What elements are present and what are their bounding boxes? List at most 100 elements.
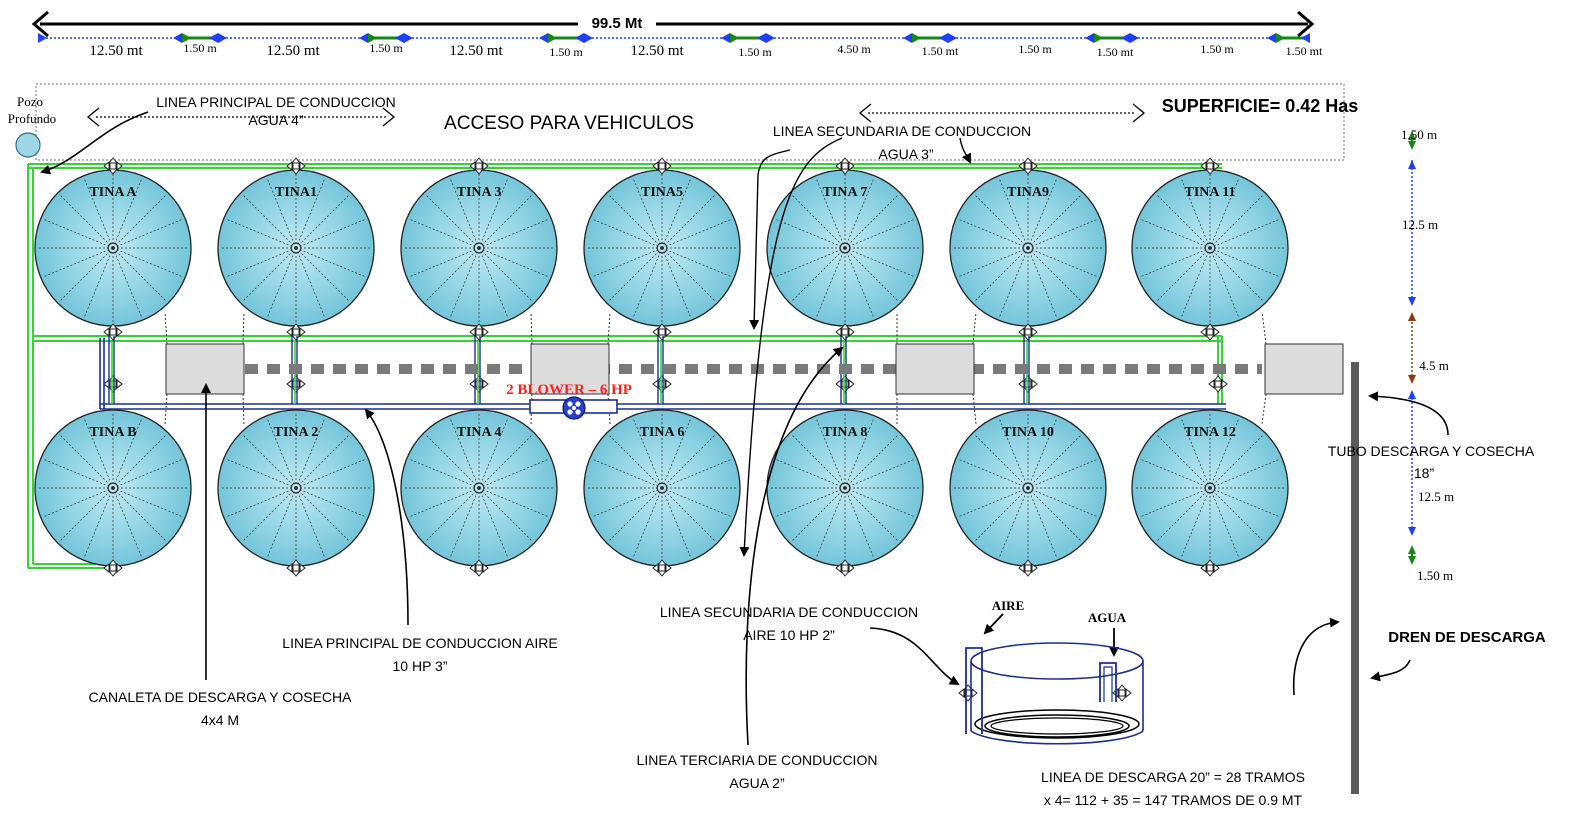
tank-label: TINA 6 (640, 425, 685, 440)
dim-arrow-icon (1085, 33, 1094, 43)
valve-icon (1018, 559, 1038, 577)
canaleta-boxes (165, 343, 1344, 395)
dim-arrow-icon (939, 33, 948, 43)
tank-label: TINA 7 (823, 185, 868, 200)
superficie-label: SUPERFICIE= 0.42 Has (1162, 96, 1359, 116)
tank-label: TINA1 (275, 185, 317, 200)
canal-drain-line (1261, 393, 1267, 425)
valve-icon (652, 375, 672, 393)
dim-arrow-icon (721, 33, 730, 43)
tank-top-2: TINA1 (217, 169, 375, 327)
tank-label: TINA9 (1007, 185, 1049, 200)
valve-icon (1200, 559, 1220, 577)
svg-text:LINEA SECUNDARIA DE CONDUCCION: LINEA SECUNDARIA DE CONDUCCION (660, 604, 918, 620)
top-segment-label: 12.50 mt (630, 43, 684, 59)
valve-icon (469, 559, 489, 577)
right-segment-label: 4.5 m (1419, 358, 1449, 373)
dim-arrow-icon (173, 33, 182, 43)
well-icon (15, 132, 41, 158)
tank-bottom-3: TINA 4 (400, 409, 558, 567)
label-linea-principal-agua: LINEA PRINCIPAL DE CONDUCCION AGUA 4” (40, 94, 396, 175)
top-segment-label: 1.50 m (1200, 42, 1234, 56)
svg-text:LINEA TERCIARIA DE CONDUCCION: LINEA TERCIARIA DE CONDUCCION (637, 752, 878, 768)
valve-icon (1018, 375, 1038, 393)
valve-icon (286, 323, 306, 341)
dim-arrow-icon (395, 33, 404, 43)
dim-arrow-icon (209, 33, 218, 43)
canal-drain-line (607, 311, 611, 345)
svg-text:AGUA 2”: AGUA 2” (729, 775, 785, 791)
dim-arrow-icon (903, 33, 912, 43)
svg-text:AIRE 10 HP 2”: AIRE 10 HP 2” (743, 627, 835, 643)
svg-text:18”: 18” (1414, 465, 1435, 481)
svg-text:4x4 M: 4x4 M (201, 712, 239, 728)
canal-drain-line (607, 393, 611, 425)
tank-top-7: TINA 11 (1131, 169, 1289, 327)
pozo-profundo: Pozo Profundo (8, 94, 56, 158)
right-dimensions: 1.50 m12.5 m4.5 m12.5 m1.50 m (1401, 127, 1454, 583)
svg-text:x 4= 112 + 35 = 147 TRAMOS DE: x 4= 112 + 35 = 147 TRAMOS DE 0.9 MT (1044, 792, 1303, 808)
top-segment-label: 1.50 m (183, 41, 217, 55)
valve-icon (835, 323, 855, 341)
tank-label: TINA 3 (457, 185, 502, 200)
label-linea-secundaria-aire: LINEA SECUNDARIA DE CONDUCCION AIRE 10 H… (660, 604, 960, 685)
tank-top-1: TINA A (34, 169, 192, 327)
valve-icon (958, 684, 978, 702)
valves (103, 157, 1228, 702)
valve-icon (469, 157, 489, 175)
dim-arrow-icon (757, 33, 766, 43)
svg-text:LINEA DE DESCARGA 20” = 28 TRA: LINEA DE DESCARGA 20” = 28 TRAMOS (1041, 769, 1305, 785)
tank-top-6: TINA9 (949, 169, 1107, 327)
valve-icon (1018, 323, 1038, 341)
canaleta-box (895, 343, 975, 395)
canal-drain-line (242, 311, 245, 345)
top-segment-label: 1.50 mt (1286, 44, 1323, 58)
canal-drain-line (530, 311, 533, 345)
top-segment-label: 1.50 m (549, 45, 583, 59)
canal-drain-line (1261, 311, 1267, 345)
svg-text:TUBO DESCARGA Y COSECHA: TUBO DESCARGA Y COSECHA (1328, 443, 1535, 459)
svg-text:AGUA 4”: AGUA 4” (248, 112, 304, 128)
vehicle-access-area (35, 83, 1345, 161)
tank-bottom-5: TINA 8 (766, 409, 924, 567)
valve-icon (835, 375, 855, 393)
canal-drain-line (972, 393, 977, 425)
top-segment-label: 1.50 mt (1097, 45, 1134, 59)
dim-arrow-icon (575, 33, 584, 43)
tank-label: TINA A (89, 185, 137, 200)
tank-top-4: TINA5 (583, 169, 741, 327)
acceso-vehiculos-label: ACCESO PARA VEHICULOS (444, 113, 694, 134)
dim-arrow-icon (1267, 33, 1276, 43)
top-segment-dimensions (38, 33, 1310, 43)
valve-icon (835, 157, 855, 175)
valve-icon (1018, 157, 1038, 175)
tank-bottom-6: TINA 10 (949, 409, 1107, 567)
tank-bottom-2: TINA 2 (217, 409, 375, 567)
valve-icon (1112, 684, 1132, 702)
pozo-label-1: Pozo (17, 94, 43, 109)
svg-text:DREN DE DESCARGA: DREN DE DESCARGA (1388, 629, 1546, 646)
dim-arrow-icon (359, 33, 368, 43)
valve-icon (469, 323, 489, 341)
valve-icon (469, 375, 489, 393)
valve-icon (652, 323, 672, 341)
svg-text:CANALETA DE DESCARGA Y COSECHA: CANALETA DE DESCARGA Y COSECHA (89, 689, 353, 705)
top-segment-label: 12.50 mt (449, 43, 503, 59)
total-dimension: 99.5 Mt (31, 10, 1315, 38)
agua-label: AGUA (1088, 610, 1127, 625)
tank-label: TINA 2 (274, 425, 319, 440)
tank-bottom-4: TINA 6 (583, 409, 741, 567)
label-canaleta: CANALETA DE DESCARGA Y COSECHA 4x4 M (89, 383, 353, 728)
right-segment-label: 12.5 m (1402, 217, 1438, 232)
right-segment-label: 1.50 m (1401, 127, 1437, 142)
dim-arrow-icon (1301, 33, 1310, 43)
valve-icon (652, 559, 672, 577)
right-segment-label: 1.50 m (1417, 568, 1453, 583)
tank-bottom-1: TINA B (34, 409, 192, 567)
valve-icon (103, 559, 123, 577)
blower: 2 BLOWER – 6 HP (506, 382, 632, 420)
svg-text:LINEA PRINCIPAL DE CONDUCCION: LINEA PRINCIPAL DE CONDUCCION AIRE (282, 635, 557, 651)
tank-label: TINA 12 (1184, 425, 1236, 440)
